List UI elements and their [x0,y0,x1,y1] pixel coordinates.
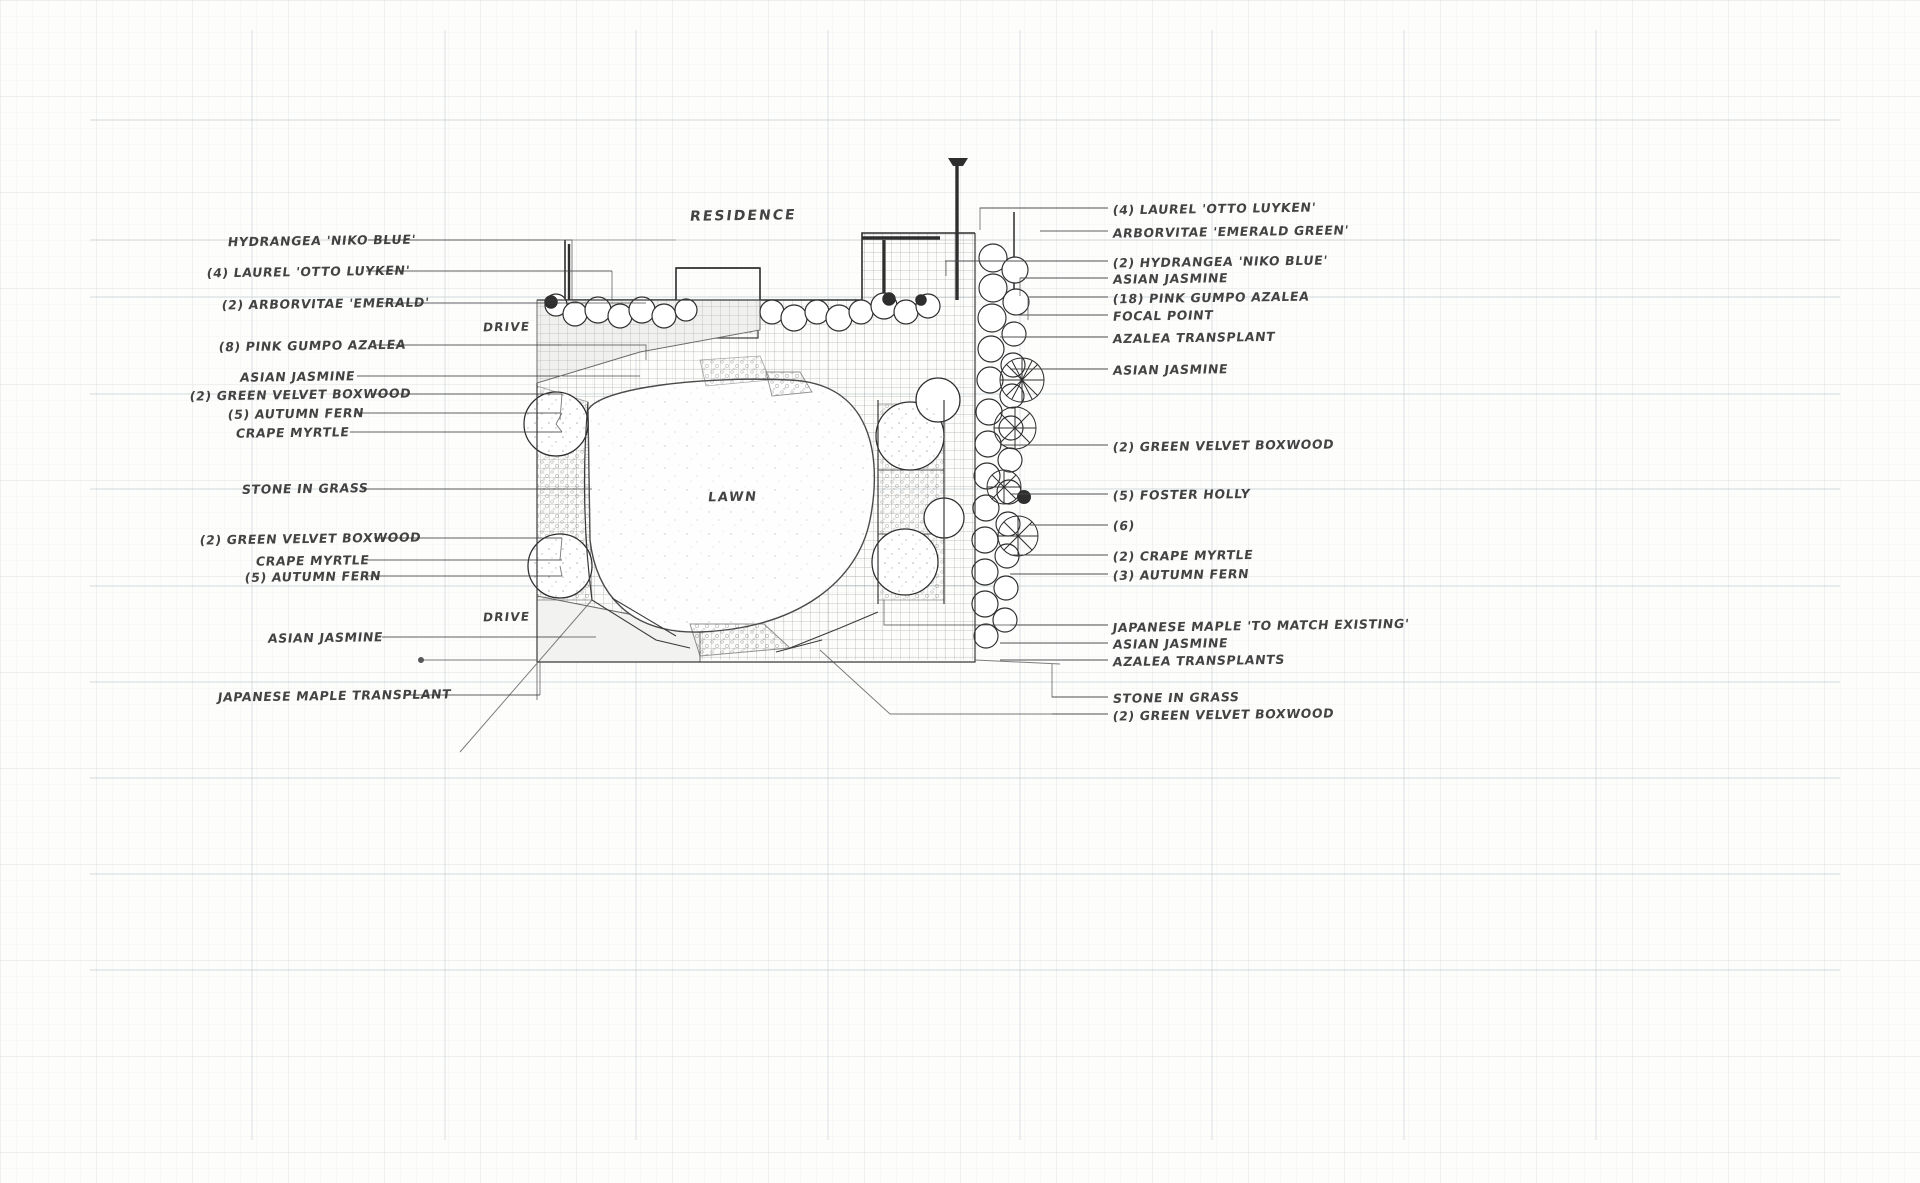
plant-label-left-4: (8) PINK GUMPO AZALEA [217,336,408,355]
plant-label-left-10: (2) GREEN VELVET BOXWOOD [198,529,423,548]
plant-label-right-4: ASIAN JASMINE [1111,270,1230,287]
plant-label-right-8: ASIAN JASMINE [1111,361,1230,378]
plant-label-left-11: CRAPE MYRTLE [254,552,371,569]
plant-label-right-12: (2) CRAPE MYRTLE [1111,547,1255,564]
callout-drive-lower: DRIVE [482,609,532,625]
plant-label-right-10: (5) FOSTER HOLLY [1111,486,1252,503]
plant-label-right-16: AZALEA TRANSPLANTS [1111,651,1286,670]
property-lines [418,599,1061,753]
tree-symbols-right [986,357,1045,557]
plant-label-right-11: (6) [1112,517,1136,534]
walk-lines [591,597,879,653]
plant-label-left-3: (2) ARBORVITAE 'EMERALD' [220,294,431,313]
plant-label-left-8: CRAPE MYRTLE [234,424,351,441]
plant-label-right-9: (2) GREEN VELVET BOXWOOD [1111,436,1336,455]
leader-hooks [539,207,1108,715]
plant-label-right-1: (4) LAUREL 'OTTO LUYKEN' [1111,199,1317,218]
callout-residence: RESIDENCE [688,207,798,225]
callout-drive-upper: DRIVE [482,319,532,335]
bed-edges [536,233,976,663]
leader-lines-left [350,239,612,696]
plant-label-left-5: ASIAN JASMINE [238,368,357,385]
plant-label-left-1: HYDRANGEA 'NIKO BLUE' [226,231,417,250]
chimney-cap [948,158,968,166]
plant-label-right-17: STONE IN GRASS [1111,689,1241,706]
plant-label-left-6: (2) GREEN VELVET BOXWOOD [188,385,413,404]
plant-label-right-5: (18) PINK GUMPO AZALEA [1111,288,1311,307]
plant-label-right-7: AZALEA TRANSPLANT [1111,328,1277,347]
stone-in-grass-upper [765,371,813,397]
plant-label-left-13: ASIAN JASMINE [266,629,385,646]
plant-label-left-7: (5) AUTUMN FERN [226,405,366,422]
plant-label-left-2: (4) LAUREL 'OTTO LUYKEN' [205,262,411,281]
plant-label-right-13: (3) AUTUMN FERN [1111,566,1251,583]
plant-label-right-15: ASIAN JASMINE [1111,635,1230,652]
plant-label-right-18: (2) GREEN VELVET BOXWOOD [1111,705,1336,724]
tree-canopy-texture [525,393,943,597]
plant-label-left-12: (5) AUTUMN FERN [243,568,383,585]
specimen-markers [544,292,927,309]
plant-label-right-3: (2) HYDRANGEA 'NIKO BLUE' [1111,252,1329,271]
shrub-mass-right-column [971,243,1030,649]
plant-label-right-6: FOCAL POINT [1111,307,1215,324]
callout-lawn: LAWN [707,489,759,506]
plant-label-left-9: STONE IN GRASS [240,480,370,497]
